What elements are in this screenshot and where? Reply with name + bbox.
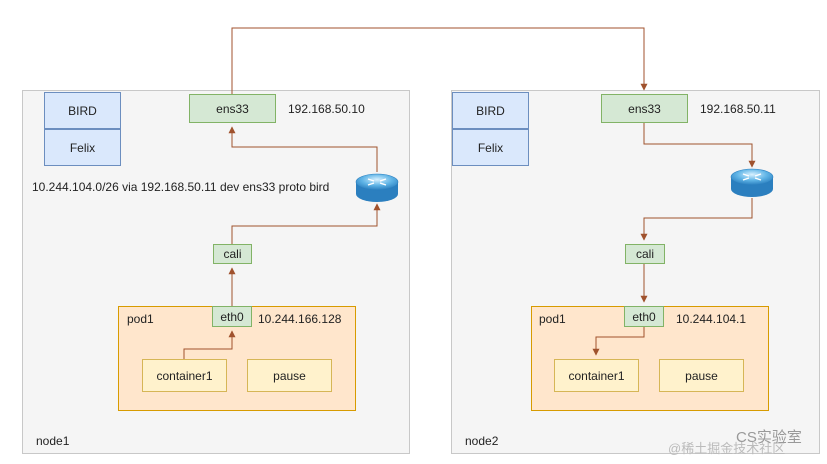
node1-cali-box: cali xyxy=(213,244,252,264)
node2-pod-label: pod1 xyxy=(539,312,566,326)
inter-node-link xyxy=(231,27,648,94)
node1-router-icon xyxy=(355,173,399,202)
watermark-text: @稀土掘金技术社区 xyxy=(668,441,786,456)
node2-felix-box: Felix xyxy=(452,129,529,166)
node1-container-to-eth0-arrow xyxy=(183,330,236,359)
node2-router-icon xyxy=(730,168,774,197)
node1-container1-box: container1 xyxy=(142,359,227,392)
node2-bird-box: BIRD xyxy=(452,92,529,129)
node1-ens33-box: ens33 xyxy=(189,94,276,123)
node1-eth0-box: eth0 xyxy=(212,306,252,327)
node2-container1-box: container1 xyxy=(554,359,639,392)
node1-ens33-ip: 192.168.50.10 xyxy=(288,102,365,116)
node2-ens33-ip: 192.168.50.11 xyxy=(700,102,776,116)
node1-cali-to-router-arrow xyxy=(231,203,381,244)
node1-bird-box: BIRD xyxy=(44,92,121,129)
node2-eth0-box: eth0 xyxy=(624,306,664,327)
node2-router-to-cali-arrow xyxy=(640,198,753,241)
node1-pause-box: pause xyxy=(247,359,332,392)
node1-eth0-ip: 10.244.166.128 xyxy=(258,312,342,326)
node2-eth0-ip: 10.244.104.1 xyxy=(676,312,747,326)
node2-ens33-box: ens33 xyxy=(601,94,688,123)
node1-pod-label: pod1 xyxy=(127,312,154,326)
watermark-text-2: CS实验室 xyxy=(736,429,802,446)
node1-router-to-ens33-arrow xyxy=(228,126,378,172)
node2-pause-box: pause xyxy=(659,359,744,392)
node1-route-text: 10.244.104.0/26 via 192.168.50.11 dev en… xyxy=(32,180,330,194)
node2-eth0-to-container-arrow xyxy=(592,327,645,356)
node1-felix-box: Felix xyxy=(44,129,121,166)
node2-ens33-to-router-arrow xyxy=(643,123,756,168)
node2-label: node2 xyxy=(465,434,499,448)
node2-cali-box: cali xyxy=(625,244,665,264)
node1-label: node1 xyxy=(36,434,70,448)
